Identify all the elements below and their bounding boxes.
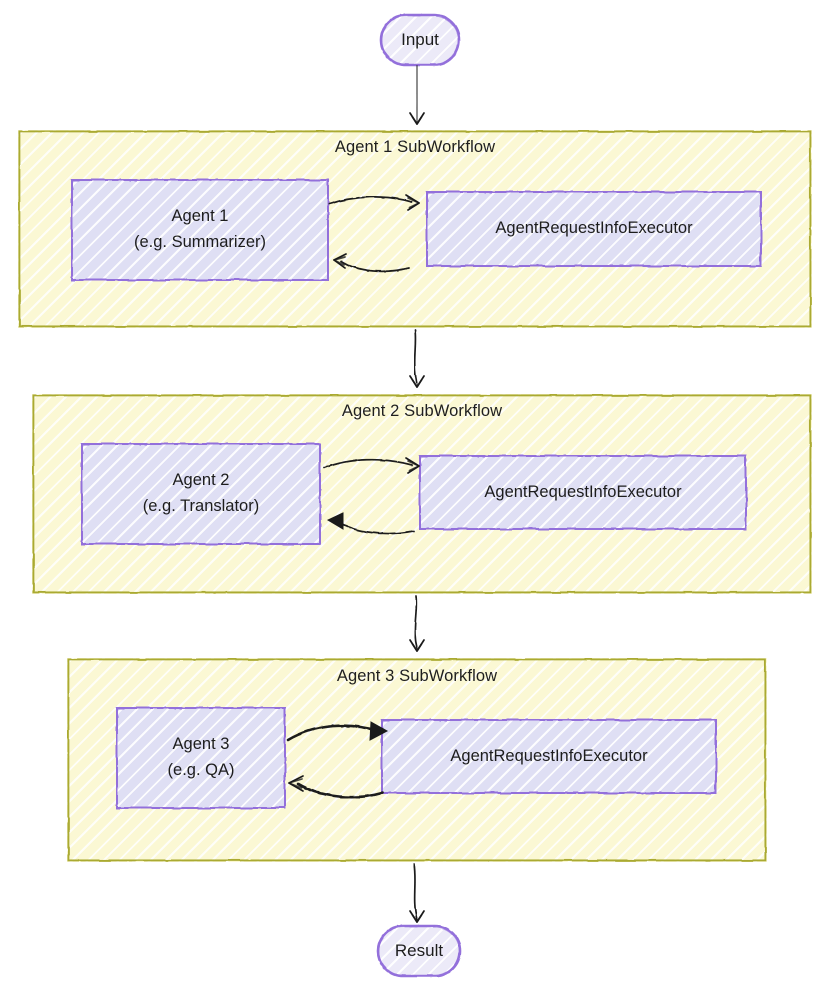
agent3-label: Agent 3 (e.g. QA) bbox=[117, 708, 285, 808]
node-agent2-executor[interactable]: AgentRequestInfoExecutor bbox=[419, 455, 747, 530]
agent2-label-line2: (e.g. Translator) bbox=[142, 497, 260, 515]
node-agent2[interactable]: Agent 2 (e.g. Translator) bbox=[81, 443, 321, 545]
agent3-executor-label: AgentRequestInfoExecutor bbox=[450, 746, 648, 765]
input-label: Input bbox=[401, 30, 439, 49]
agent2-label-line1: Agent 2 bbox=[172, 471, 230, 490]
edge-input-to-subgraph1 bbox=[409, 65, 425, 125]
node-result[interactable]: Result bbox=[376, 924, 462, 978]
subgraph1-title: Agent 1 SubWorkflow bbox=[334, 138, 496, 156]
subgraph3-title: Agent 3 SubWorkflow bbox=[336, 667, 498, 685]
edge-subgraph3-to-result bbox=[409, 863, 425, 923]
node-agent1-executor[interactable]: AgentRequestInfoExecutor bbox=[426, 191, 762, 267]
subgraph2-title: Agent 2 SubWorkflow bbox=[341, 402, 503, 420]
agent2-label: Agent 2 (e.g. Translator) bbox=[82, 444, 320, 544]
agent2-executor-label: AgentRequestInfoExecutor bbox=[484, 482, 682, 501]
node-agent3[interactable]: Agent 3 (e.g. QA) bbox=[116, 707, 286, 809]
agent3-label-line1: Agent 3 bbox=[172, 735, 230, 754]
node-agent3-executor[interactable]: AgentRequestInfoExecutor bbox=[381, 719, 717, 794]
node-input[interactable]: Input bbox=[379, 13, 461, 67]
edge-subgraph2-to-subgraph3 bbox=[409, 595, 425, 652]
agent3-label-line2: (e.g. QA) bbox=[167, 761, 235, 779]
edge-subgraph1-to-subgraph2 bbox=[409, 329, 425, 388]
agent1-executor-label: AgentRequestInfoExecutor bbox=[495, 219, 693, 238]
subgraph-agent2-subworkflow[interactable]: Agent 2 SubWorkflow Agent 2 (e.g. Transl… bbox=[32, 394, 812, 594]
result-label: Result bbox=[394, 941, 444, 960]
subgraph-agent1-subworkflow[interactable]: Agent 1 SubWorkflow Agent 1 (e.g. Summar… bbox=[18, 130, 812, 328]
agent1-label-line1: Agent 1 bbox=[171, 207, 229, 226]
agent1-label-line2: (e.g. Summarizer) bbox=[133, 233, 267, 251]
agent1-label: Agent 1 (e.g. Summarizer) bbox=[72, 180, 328, 280]
node-agent1[interactable]: Agent 1 (e.g. Summarizer) bbox=[71, 179, 329, 281]
subgraph-agent3-subworkflow[interactable]: Agent 3 SubWorkflow Agent 3 (e.g. QA) Ag… bbox=[67, 658, 767, 862]
